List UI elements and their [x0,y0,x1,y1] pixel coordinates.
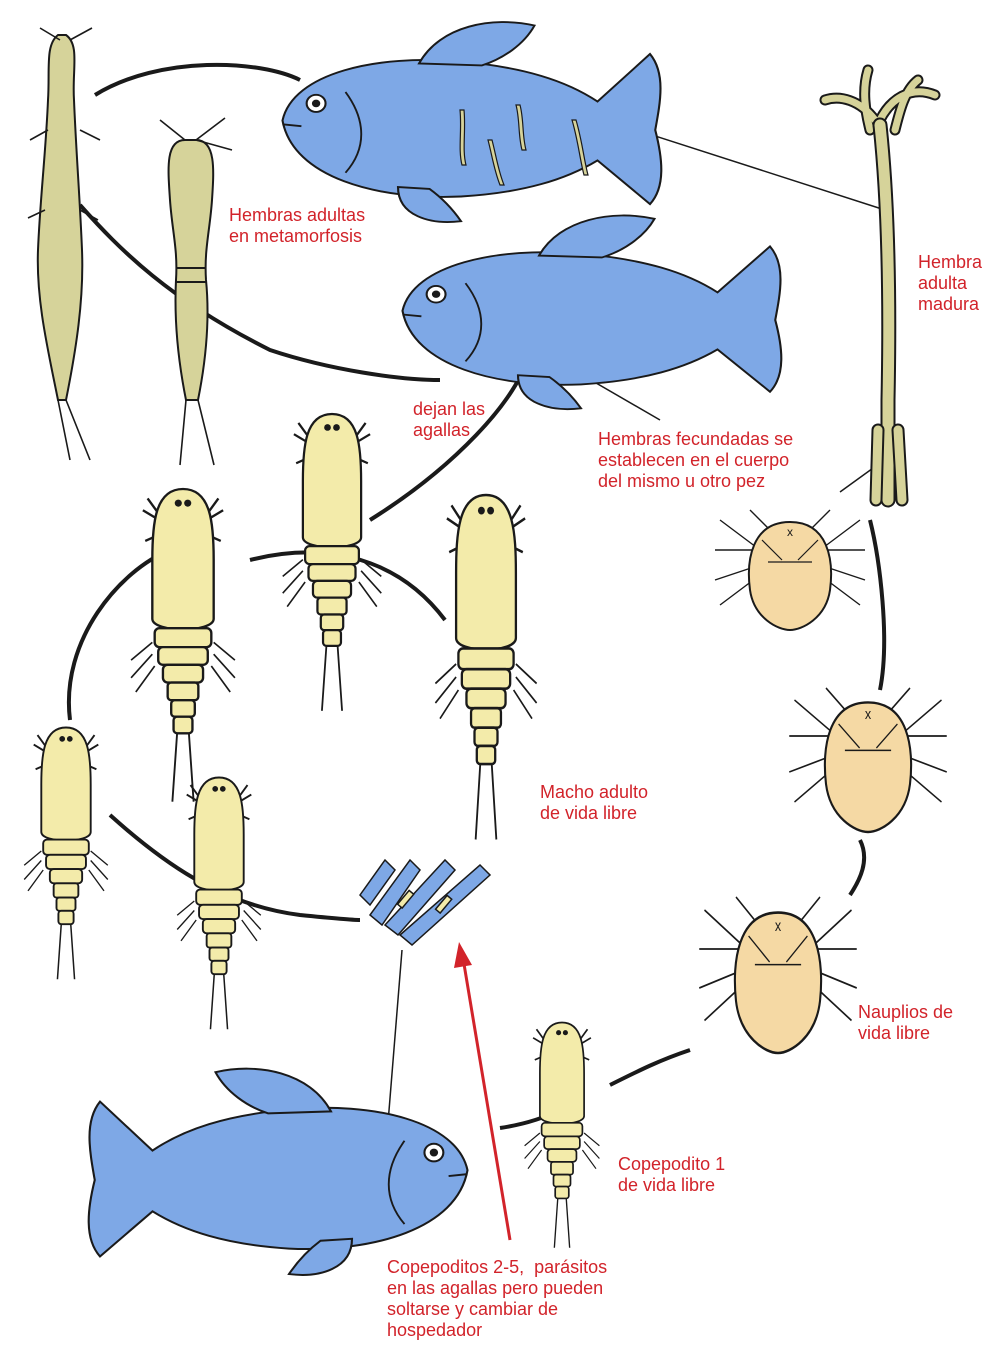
nauplius-bottom [699,897,857,1053]
host-fish-bottom [89,1069,468,1275]
copepodid-lower-left [24,728,108,980]
label-male: Macho adulto de vida libre [540,782,648,824]
label-mature-female: Hembra adulta madura [918,252,982,315]
gill-filaments [360,860,490,945]
label-nauplii: Nauplios de vida libre [858,1002,953,1044]
label-copepodid-1: Copepodito 1 de vida libre [618,1154,725,1196]
copepodid-1 [525,1023,600,1248]
label-fertilized-females: Hembras fecundadas se establecen en el c… [598,429,793,492]
nauplius-top [715,510,865,630]
label-leave-gills: dejan las agallas [413,399,485,441]
male-adult [435,495,536,840]
host-fish-top [283,22,662,222]
gill-arrow [454,942,510,1240]
copepodid-upper-left [131,489,235,802]
label-copepodids-2-5: Copepoditos 2-5, parásitos en las agalla… [387,1257,607,1341]
label-metamorphosis: Hembras adultas en metamorfosis [229,205,365,247]
metamorphosing-female-long [28,28,100,460]
nauplius-middle [789,688,947,832]
host-fish-middle [403,215,782,409]
